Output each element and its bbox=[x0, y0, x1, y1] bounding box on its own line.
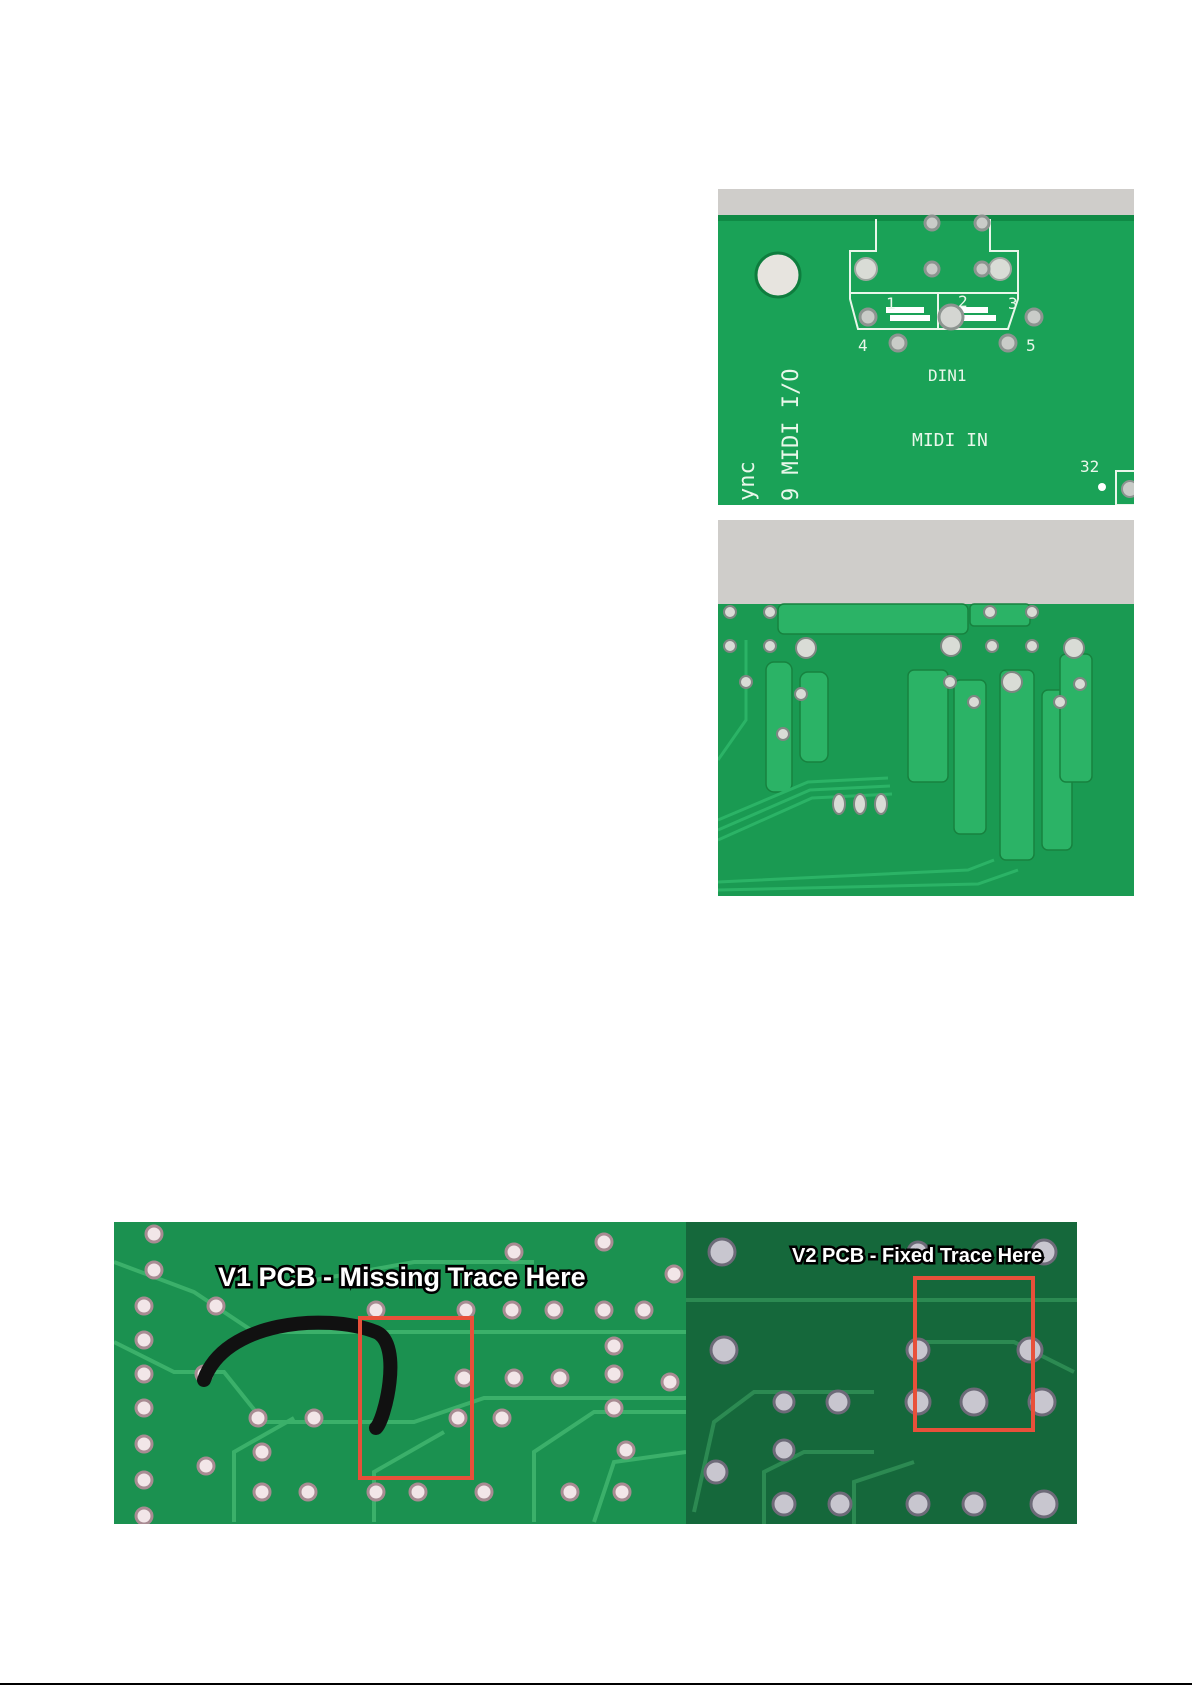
pcb-underside-photo bbox=[718, 520, 1134, 896]
side-label: 9 MIDI I/O bbox=[779, 369, 804, 501]
pin-1-label: 1 bbox=[886, 294, 896, 313]
pin-2-label: 2 bbox=[958, 292, 968, 311]
connector-ref-label: DIN1 bbox=[928, 366, 967, 385]
pcb-top-photo: 1 2 3 4 5 DIN1 MIDI IN 9 MIDI I/O ync 32 bbox=[718, 189, 1134, 505]
edge-fragment-label: ync bbox=[735, 461, 760, 501]
pin-4-label: 4 bbox=[858, 336, 868, 355]
pin-5-label: 5 bbox=[1026, 336, 1036, 355]
pcb-comparison-photo: V1 PCB - Missing Trace Here V2 PCB - Fix… bbox=[114, 1222, 1077, 1524]
v1-caption: V1 PCB - Missing Trace Here bbox=[218, 1262, 586, 1292]
connector-name-label: MIDI IN bbox=[912, 430, 988, 451]
pad-number-label: 32 bbox=[1080, 457, 1099, 476]
pin-3-label: 3 bbox=[1008, 294, 1018, 313]
v2-caption: V2 PCB - Fixed Trace Here bbox=[792, 1245, 1042, 1267]
